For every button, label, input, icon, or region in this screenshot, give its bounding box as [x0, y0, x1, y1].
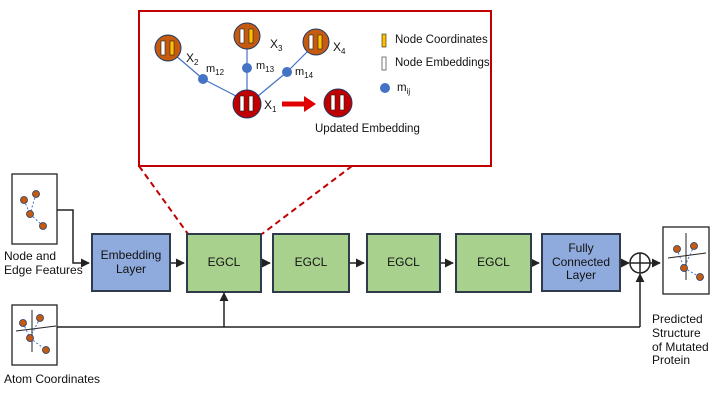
legend-message-icon [380, 83, 390, 93]
egcl-block-3: EGCL [366, 233, 441, 293]
message-m12-label: m12 [206, 63, 225, 77]
legend-embeddings-label: Node Embeddings [395, 57, 490, 69]
egcl-block-2: EGCL [272, 233, 350, 293]
output-label: Predicted Structure of Mutated Protein [652, 312, 709, 368]
node-x4 [302, 28, 330, 56]
node-x4-label: X4 [333, 40, 346, 56]
edge-m12-x1 [202, 78, 237, 97]
message-m13 [242, 63, 252, 73]
zoom-line-right [261, 165, 353, 235]
egcl-block-4: EGCL [455, 233, 532, 293]
updated-embedding-label: Updated Embedding [315, 123, 420, 135]
node-updated [323, 88, 353, 118]
update-arrowhead-icon [304, 96, 316, 112]
legend-embeddings-icon [381, 56, 387, 71]
legend-message-label: mij [397, 82, 411, 96]
message-m13-label: m13 [256, 60, 275, 74]
features-label: Node and Edge Features [4, 249, 83, 277]
egcl-block-1: EGCL [186, 233, 262, 293]
embedding-layer-block: Embedding Layer [91, 233, 171, 292]
node-x3-label: X3 [270, 37, 283, 53]
sum-node-icon [629, 252, 651, 274]
legend-coordinates-icon [381, 33, 387, 48]
node-x2-label: X2 [186, 51, 199, 67]
coords-thumbnail [11, 304, 58, 366]
node-x2 [154, 34, 182, 62]
features-thumbnail [11, 173, 58, 245]
fully-connected-layer-block: Fully Connected Layer [541, 233, 621, 292]
coords-graph-icon [15, 310, 57, 354]
node-x1 [232, 89, 262, 119]
edge-m14-x1 [257, 71, 288, 97]
arrow-features-to-embedding [57, 209, 90, 268]
node-x1-label: X1 [264, 98, 277, 114]
message-m14-label: m14 [295, 66, 314, 80]
zoom-line-left [138, 165, 189, 235]
message-m14 [282, 67, 292, 77]
node-x3 [233, 22, 261, 50]
coords-label: Atom Coordinates [4, 372, 101, 386]
message-m12 [198, 74, 208, 84]
legend-coordinates-label: Node Coordinates [395, 34, 488, 46]
output-graph-icon [667, 233, 707, 281]
features-graph-icon [20, 190, 47, 230]
